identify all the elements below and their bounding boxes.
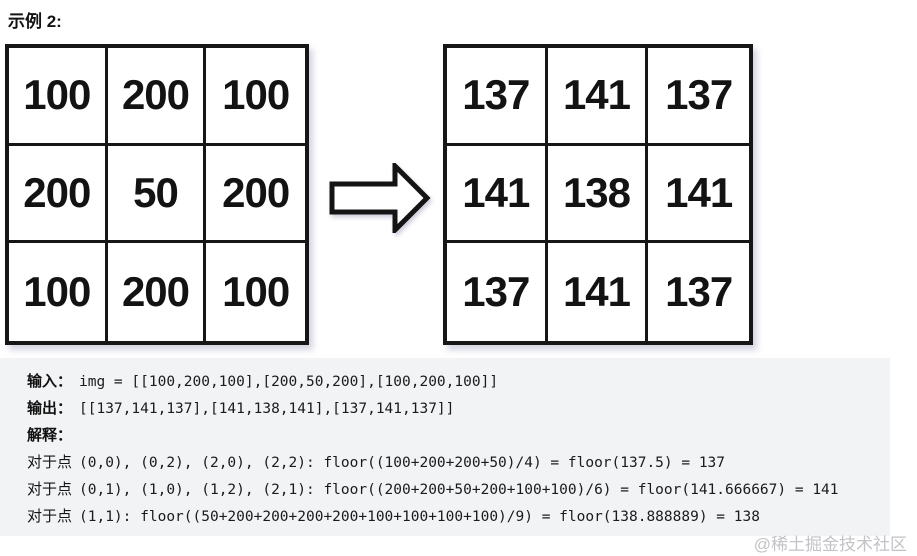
- explanation-prefix: 对于点: [27, 481, 73, 498]
- output-matrix-cell: 137: [665, 268, 733, 316]
- output-label: 输出：: [27, 400, 73, 417]
- output-matrix-cell: 138: [547, 145, 649, 244]
- explanation-line: 对于点 (1,1): floor((50+200+200+200+200+100+…: [27, 507, 890, 534]
- input-label: 输入：: [27, 373, 73, 390]
- page-title: 示例 2:: [8, 12, 62, 31]
- input-matrix-cell: 200: [206, 146, 305, 244]
- explanation-label-line: 解释：: [27, 426, 890, 453]
- output-matrix: 137 141 137 141 138 141 137 141 137: [443, 44, 753, 345]
- input-matrix-cell: 100: [9, 48, 108, 146]
- explanation-line: 对于点 (0,0), (0,2), (2,0), (2,2): floor((10…: [27, 453, 890, 480]
- right-arrow-icon: [329, 159, 431, 237]
- explanation-prefix: 对于点: [27, 508, 73, 525]
- output-matrix-cell: 137: [447, 48, 548, 146]
- watermark: @稀土掘金技术社区: [753, 535, 907, 554]
- output-matrix-cell: 137: [648, 48, 749, 146]
- example-io-block: 输入： img = [[100,200,100],[200,50,200],[10…: [0, 358, 890, 536]
- explanation-formula: (0,1), (1,0), (1,2), (2,1): floor((200+2…: [79, 482, 839, 498]
- explanation-line: 对于点 (0,1), (1,0), (1,2), (2,1): floor((20…: [27, 480, 890, 507]
- explanation-label: 解释：: [27, 427, 73, 444]
- output-matrix-cell: 141: [548, 243, 649, 341]
- input-value: img = [[100,200,100],[200,50,200],[100,2…: [79, 374, 499, 390]
- output-matrix-cell: 141: [547, 48, 649, 146]
- explanation-formula: (0,0), (0,2), (2,0), (2,2): floor((100+2…: [79, 455, 726, 471]
- input-matrix-cell: 200: [108, 243, 207, 341]
- input-matrix-cell: 100: [9, 243, 108, 341]
- input-matrix-cell: 50: [107, 145, 207, 244]
- input-matrix-cell: 100: [206, 48, 305, 146]
- input-matrix-cell: 100: [222, 268, 290, 316]
- output-value: [[137,141,137],[141,138,141],[137,141,13…: [79, 401, 455, 417]
- input-line: 输入： img = [[100,200,100],[200,50,200],[10…: [27, 372, 890, 399]
- explanation-prefix: 对于点: [27, 454, 73, 471]
- output-line: 输出： [[137,141,137],[141,138,141],[137,141…: [27, 399, 890, 426]
- input-matrix: 100 200 100 200 50 200 100 200 100: [5, 44, 309, 345]
- explanation-formula: (1,1): floor((50+200+200+200+200+100+100…: [79, 509, 760, 525]
- input-matrix-cell: 200: [9, 145, 108, 244]
- output-matrix-cell: 141: [648, 146, 749, 244]
- output-matrix-cell: 137: [447, 243, 548, 341]
- output-matrix-cell: 141: [447, 145, 548, 244]
- input-matrix-cell: 200: [107, 48, 207, 146]
